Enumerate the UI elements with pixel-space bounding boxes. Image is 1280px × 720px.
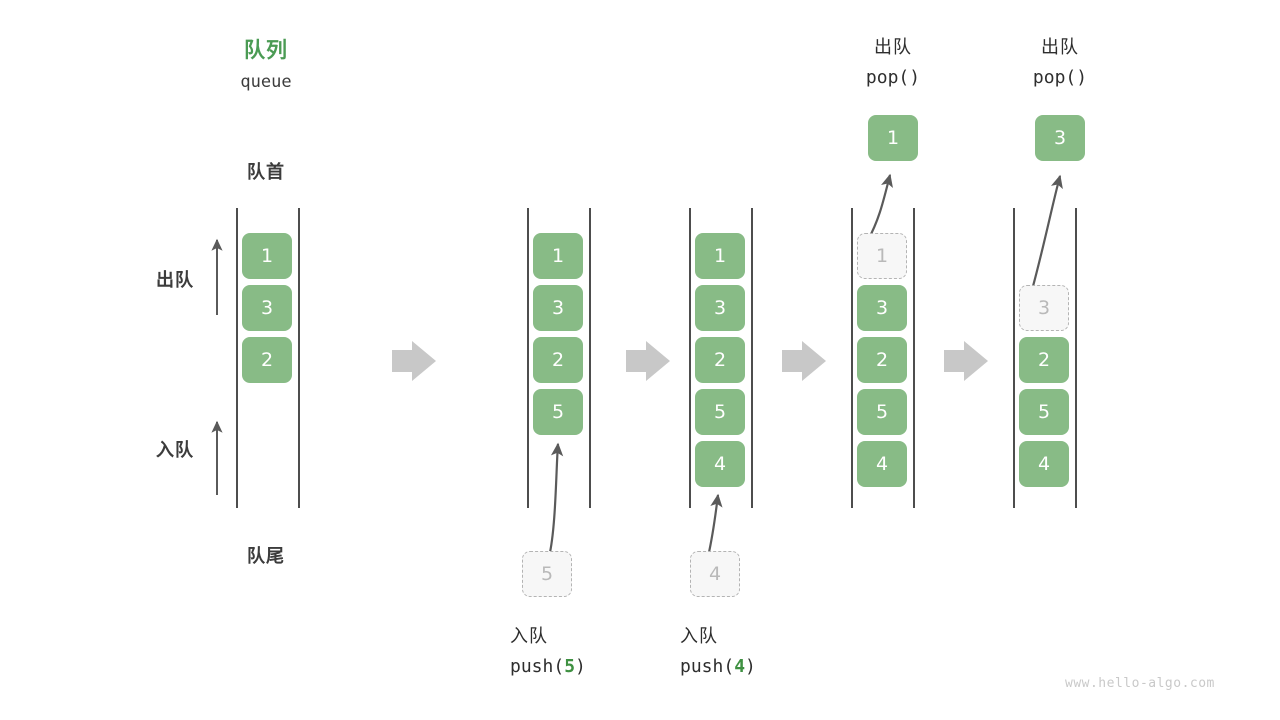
watermark: www.hello-algo.com <box>1065 676 1215 691</box>
queue-cell: 3 <box>533 285 583 331</box>
pop-label-code: pop() <box>865 67 921 88</box>
op-code-suffix: ) <box>575 656 586 677</box>
rear-label: 队尾 <box>247 546 285 567</box>
operation-label-code: push(4) <box>647 656 860 677</box>
queue-cell-new: 5 <box>533 389 583 435</box>
queue-cell: 5 <box>857 389 907 435</box>
rail-left <box>689 208 691 508</box>
queue-cell: 4 <box>1019 441 1069 487</box>
separator-arrow-3 <box>782 341 826 381</box>
incoming-value-box: 4 <box>690 551 740 597</box>
separator-arrow-4 <box>944 341 988 381</box>
queue-cell: 3 <box>695 285 745 331</box>
separator-arrow-2 <box>626 341 670 381</box>
op-code-num: 4 <box>734 656 746 677</box>
queue-cell: 1 <box>695 233 745 279</box>
queue-cell: 2 <box>1019 337 1069 383</box>
incoming-value-box: 5 <box>522 551 572 597</box>
op-code-prefix: push( <box>680 656 735 677</box>
pop-label-code: pop() <box>1032 67 1088 88</box>
separator-arrow-1 <box>392 341 436 381</box>
queue-cell: 1 <box>533 233 583 279</box>
rail-left <box>236 208 238 508</box>
queue-cell: 5 <box>695 389 745 435</box>
rail-right <box>751 208 753 508</box>
push-4-arrow <box>706 493 723 558</box>
pop-label-cn: 出队 <box>1041 37 1079 58</box>
rail-left <box>1013 208 1015 508</box>
queue-cell: 2 <box>242 337 292 383</box>
pop-1-arrow <box>867 173 893 241</box>
queue-cell: 3 <box>857 285 907 331</box>
operation-label-cn: 入队 <box>510 626 548 647</box>
queue-cell-removed: 3 <box>1019 285 1069 331</box>
op-code-prefix: push( <box>510 656 565 677</box>
queue-cell: 5 <box>1019 389 1069 435</box>
diagram-title-en: queue <box>240 72 292 92</box>
front-label: 队首 <box>247 162 285 183</box>
op-code-num: 5 <box>564 656 576 677</box>
queue-cell: 2 <box>533 337 583 383</box>
popped-value-box: 3 <box>1035 115 1085 161</box>
enqueue-label: 入队 <box>156 440 194 461</box>
push-5-arrow <box>547 442 564 558</box>
operation-label-cn: 入队 <box>680 626 718 647</box>
queue-cell: 3 <box>242 285 292 331</box>
rail-right <box>1075 208 1077 508</box>
rail-left <box>851 208 853 508</box>
operation-label-code: push(5) <box>477 656 690 677</box>
queue-cell-new: 4 <box>695 441 745 487</box>
popped-value-box: 1 <box>868 115 918 161</box>
dequeue-label: 出队 <box>156 270 194 291</box>
rail-right <box>298 208 300 508</box>
queue-cell: 1 <box>242 233 292 279</box>
pop-label-cn: 出队 <box>874 37 912 58</box>
rail-right <box>589 208 591 508</box>
queue-cell: 2 <box>857 337 907 383</box>
rail-left <box>527 208 529 508</box>
op-code-suffix: ) <box>745 656 756 677</box>
diagram-title-cn: 队列 <box>244 38 288 62</box>
queue-cell-removed: 1 <box>857 233 907 279</box>
rail-right <box>913 208 915 508</box>
queue-cell: 2 <box>695 337 745 383</box>
queue-cell: 4 <box>857 441 907 487</box>
pop-3-arrow <box>1030 174 1063 291</box>
